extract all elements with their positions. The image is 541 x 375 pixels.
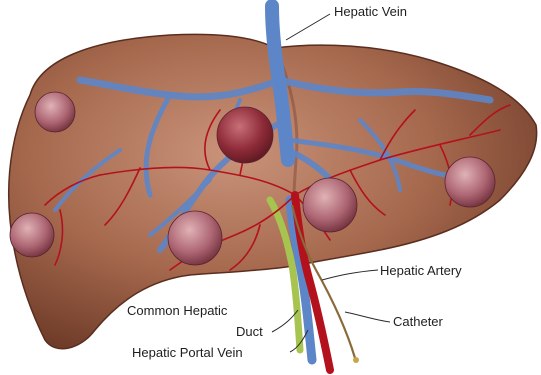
catheter-leader [345, 312, 390, 322]
hepatic-artery-leader [322, 270, 378, 280]
common-hepatic-duct-label-line1: Common Hepatic [127, 303, 227, 318]
catheter-tip [353, 357, 359, 363]
catheter-label: Catheter [393, 314, 443, 329]
tumor [35, 92, 75, 132]
common-hepatic-duct-label-line2: Duct [236, 324, 263, 339]
tumor [303, 178, 357, 232]
hepatic-artery-label: Hepatic Artery [380, 263, 462, 278]
tumor [168, 211, 222, 265]
tumor [217, 107, 273, 163]
tumor [10, 213, 54, 257]
hepatic-vein-leader [286, 14, 330, 40]
hepatic-vein-label: Hepatic Vein [334, 4, 407, 19]
hepatic-portal-vein-label: Hepatic Portal Vein [132, 345, 243, 360]
tumor [445, 157, 495, 207]
